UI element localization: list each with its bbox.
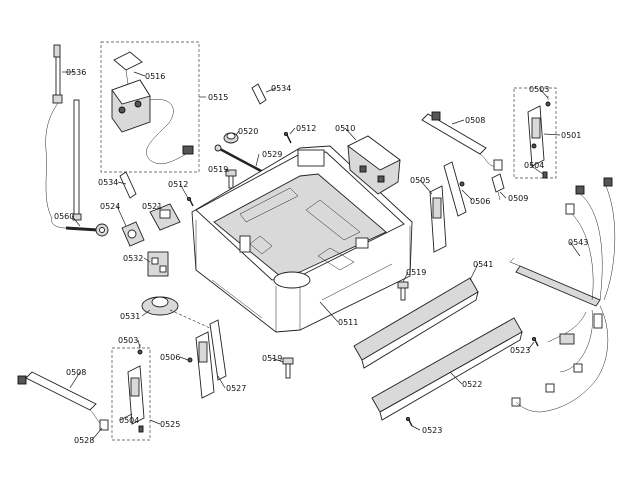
label-0524: 0524: [100, 202, 120, 211]
label-0521: 0521: [142, 202, 162, 211]
part-0560-spring-rod: [51, 217, 109, 237]
label-0512-left: 0512: [168, 180, 188, 189]
label-0532: 0532: [123, 254, 143, 263]
part-base-tub: [191, 145, 413, 333]
label-0560: 0560: [54, 212, 74, 221]
part-0527-bracket-lower: [187, 319, 227, 399]
label-0525: 0525: [160, 420, 180, 429]
part-0512-screw-left: [186, 196, 194, 207]
label-0536: 0536: [66, 68, 86, 77]
label-0523-bottom: 0523: [422, 426, 442, 435]
part-0519-screw-a: [225, 169, 237, 189]
part-0505-bracket-right: [429, 161, 467, 253]
part-0516-sensor-housing: [111, 51, 194, 165]
part-0523-screw-b: [405, 416, 413, 427]
label-0504-bottom: 0504: [119, 416, 139, 425]
part-0534-clip-left: [119, 171, 137, 199]
part-0536-hinge-rod: [45, 44, 82, 221]
label-0509: 0509: [508, 194, 528, 203]
part-0508-slide-bar-bottom: [17, 371, 109, 431]
part-0512-screw-top: [283, 131, 292, 144]
part-0525-rail-bracket: [127, 344, 145, 433]
label-0543: 0543: [568, 238, 588, 247]
label-0520: 0520: [238, 127, 258, 136]
label-0503-bottom: 0503: [118, 336, 138, 345]
label-0519-a: 0519: [208, 165, 228, 174]
label-0529: 0529: [262, 150, 282, 159]
label-0523-right: 0523: [510, 346, 530, 355]
label-0522: 0522: [462, 380, 482, 389]
label-0516: 0516: [145, 72, 165, 81]
part-0524-valve: [121, 221, 145, 247]
label-0510: 0510: [335, 124, 355, 133]
part-0521-actuator: [149, 203, 181, 231]
part-0509: [491, 173, 505, 201]
label-0534-left: 0534: [98, 178, 118, 187]
part-0534-clip-top: [251, 83, 267, 105]
part-0510-bracket: [347, 135, 401, 195]
part-0543-wire-harness: [509, 177, 616, 413]
label-0527: 0527: [226, 384, 246, 393]
label-0508-top: 0508: [465, 116, 485, 125]
label-0515: 0515: [208, 93, 228, 102]
label-0504-top: 0504: [524, 161, 544, 170]
label-0505: 0505: [410, 176, 430, 185]
label-0511: 0511: [338, 318, 358, 327]
part-0519-screw-b: [397, 281, 409, 301]
part-0523-screw-a: [531, 336, 539, 347]
part-0519-screw-c: [282, 357, 294, 379]
part-labels: 0536 0516 0515 0534 0520 0512 0510 0508 …: [54, 68, 588, 445]
label-0519-c: 0519: [262, 354, 282, 363]
label-0503-top: 0503: [529, 85, 549, 94]
label-0528: 0528: [74, 436, 94, 445]
label-0519-b: 0519: [406, 268, 426, 277]
part-0522-panel: [371, 317, 523, 421]
part-0508-slide-bar-top: [421, 111, 503, 171]
label-0534-top: 0534: [271, 84, 291, 93]
label-0531: 0531: [120, 312, 140, 321]
label-0506-bottom: 0506: [160, 353, 180, 362]
label-0506-right: 0506: [470, 197, 490, 206]
part-0501-rail-bracket: [527, 96, 551, 179]
label-0512-top: 0512: [296, 124, 316, 133]
leader-lines: [62, 71, 581, 441]
group-box-0516: [100, 41, 200, 173]
label-0501: 0501: [561, 131, 581, 140]
part-0531-disc: [141, 296, 211, 329]
group-box-0501: [513, 87, 557, 179]
label-0541: 0541: [473, 260, 493, 269]
part-0541-panel: [353, 277, 479, 369]
part-0532-holder: [147, 251, 169, 277]
part-0520-cap: [223, 132, 239, 144]
label-0508-bottom: 0508: [66, 368, 86, 377]
